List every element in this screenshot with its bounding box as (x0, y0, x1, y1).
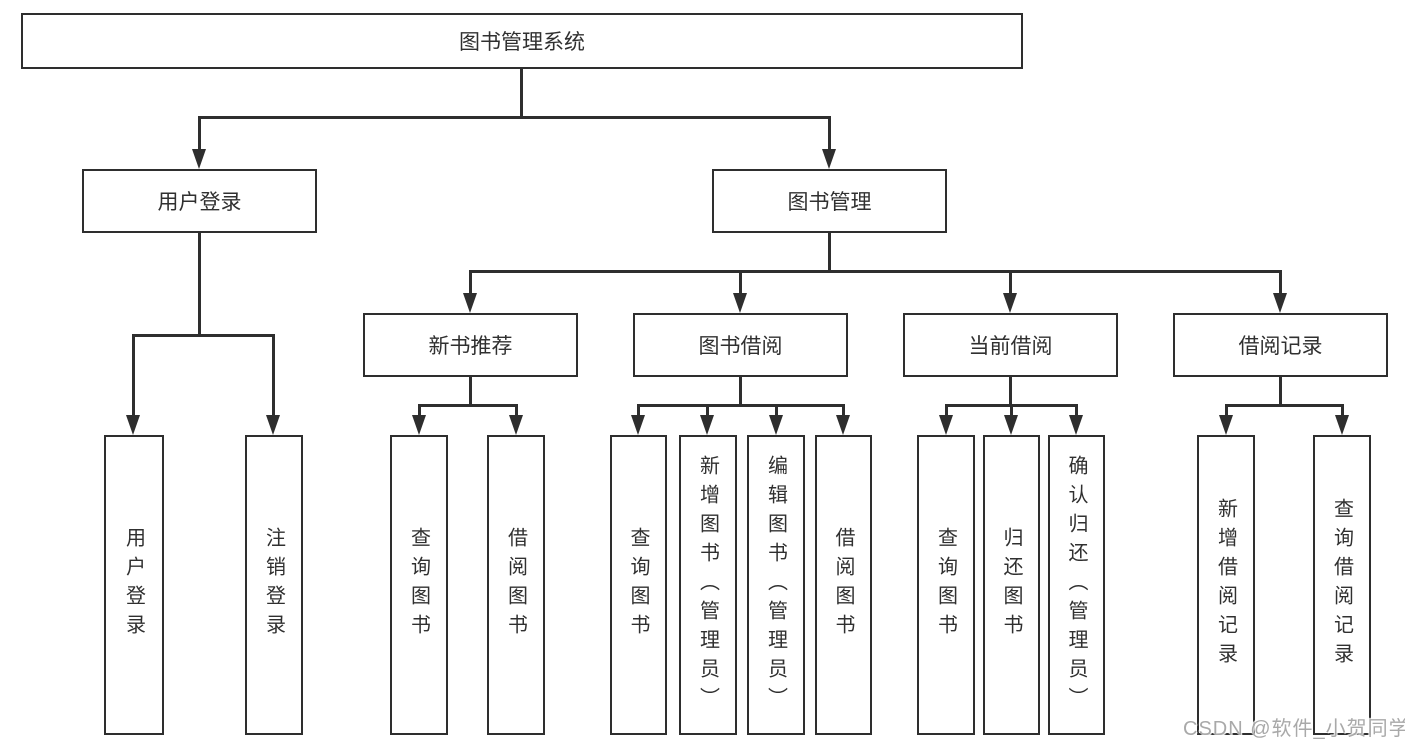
connector-stem-edit-bb (775, 406, 778, 417)
arrowhead-user-login (192, 149, 206, 169)
arrowhead-leaf-login (126, 415, 140, 435)
connector-stem-book-mgmt (828, 118, 831, 151)
arrowhead-borrow-records (1273, 293, 1287, 313)
connector-borrow-records-rail (1225, 404, 1344, 407)
arrowhead-current-borrow (1003, 293, 1017, 313)
connector-book-borrow-rail (637, 404, 845, 407)
connector-user-login-feed (198, 233, 201, 336)
connector-stem-leaf-login (132, 336, 135, 417)
arrowhead-borrow-bb (836, 415, 850, 435)
arrowhead-confirm-cb (1069, 415, 1083, 435)
connector-stem-query-bb (637, 406, 640, 417)
arrowhead-new-book-rec (463, 293, 477, 313)
arrowhead-query-rec (412, 415, 426, 435)
connector-stem-return-cb (1010, 406, 1013, 417)
connector-stem-book-borrow (739, 272, 742, 295)
connector-stem-borrow-rec (515, 406, 518, 417)
leaf-query-books-current: 查询图书 (917, 435, 975, 735)
leaf-logout: 注销登录 (245, 435, 303, 735)
node-book-mgmt: 图书管理 (712, 169, 947, 233)
connector-level3-rail (469, 270, 1282, 273)
connector-new-book-rec-feed (469, 377, 472, 407)
leaf-query-books-borrow: 查询图书 (610, 435, 667, 735)
connector-stem-add-record (1225, 406, 1228, 417)
connector-level2-rail (198, 116, 831, 119)
connector-root-feed (520, 68, 523, 119)
connector-stem-confirm-cb (1075, 406, 1078, 417)
arrowhead-query-record (1335, 415, 1349, 435)
arrowhead-leaf-logout (266, 415, 280, 435)
arrowhead-query-bb (631, 415, 645, 435)
node-book-borrow: 图书借阅 (633, 313, 848, 377)
arrowhead-return-cb (1004, 415, 1018, 435)
connector-stem-query-cb (945, 406, 948, 417)
leaf-add-books-admin: 新增图书（管理员） (679, 435, 737, 735)
leaf-query-books-rec: 查询图书 (390, 435, 448, 735)
connector-current-borrow-rail (945, 404, 1078, 407)
connector-book-borrow-feed (739, 377, 742, 407)
node-new-book-rec: 新书推荐 (363, 313, 578, 377)
connector-stem-query-record (1341, 406, 1344, 417)
connector-user-login-rail (132, 334, 275, 337)
leaf-edit-books-admin: 编辑图书（管理员） (747, 435, 805, 735)
arrowhead-borrow-rec (509, 415, 523, 435)
connector-new-book-rec-rail (418, 404, 518, 407)
connector-stem-leaf-logout (272, 336, 275, 417)
leaf-user-login: 用户登录 (104, 435, 164, 735)
connector-stem-borrow-bb (842, 406, 845, 417)
connector-stem-query-rec (418, 406, 421, 417)
arrowhead-query-cb (939, 415, 953, 435)
leaf-borrow-books-rec: 借阅图书 (487, 435, 545, 735)
connector-book-mgmt-feed (828, 233, 831, 273)
arrowhead-book-mgmt (822, 149, 836, 169)
connector-stem-borrow-records (1279, 272, 1282, 295)
connector-stem-current-borrow (1009, 272, 1012, 295)
connector-borrow-records-feed (1279, 377, 1282, 407)
connector-current-borrow-feed (1009, 377, 1012, 407)
leaf-add-borrow-record: 新增借阅记录 (1197, 435, 1255, 735)
arrowhead-add-bb (700, 415, 714, 435)
watermark: CSDN @软件_小贺同学 (1183, 718, 1405, 740)
connector-stem-new-book-rec (469, 272, 472, 295)
connector-stem-add-bb (706, 406, 709, 417)
node-root: 图书管理系统 (21, 13, 1023, 69)
leaf-confirm-return-admin: 确认归还（管理员） (1048, 435, 1105, 735)
leaf-borrow-books: 借阅图书 (815, 435, 872, 735)
connector-stem-user-login (198, 118, 201, 151)
node-current-borrow: 当前借阅 (903, 313, 1118, 377)
arrowhead-add-record (1219, 415, 1233, 435)
arrowhead-edit-bb (769, 415, 783, 435)
node-user-login: 用户登录 (82, 169, 317, 233)
node-borrow-records: 借阅记录 (1173, 313, 1388, 377)
leaf-return-books: 归还图书 (983, 435, 1040, 735)
arrowhead-book-borrow (733, 293, 747, 313)
leaf-query-borrow-record: 查询借阅记录 (1313, 435, 1371, 735)
